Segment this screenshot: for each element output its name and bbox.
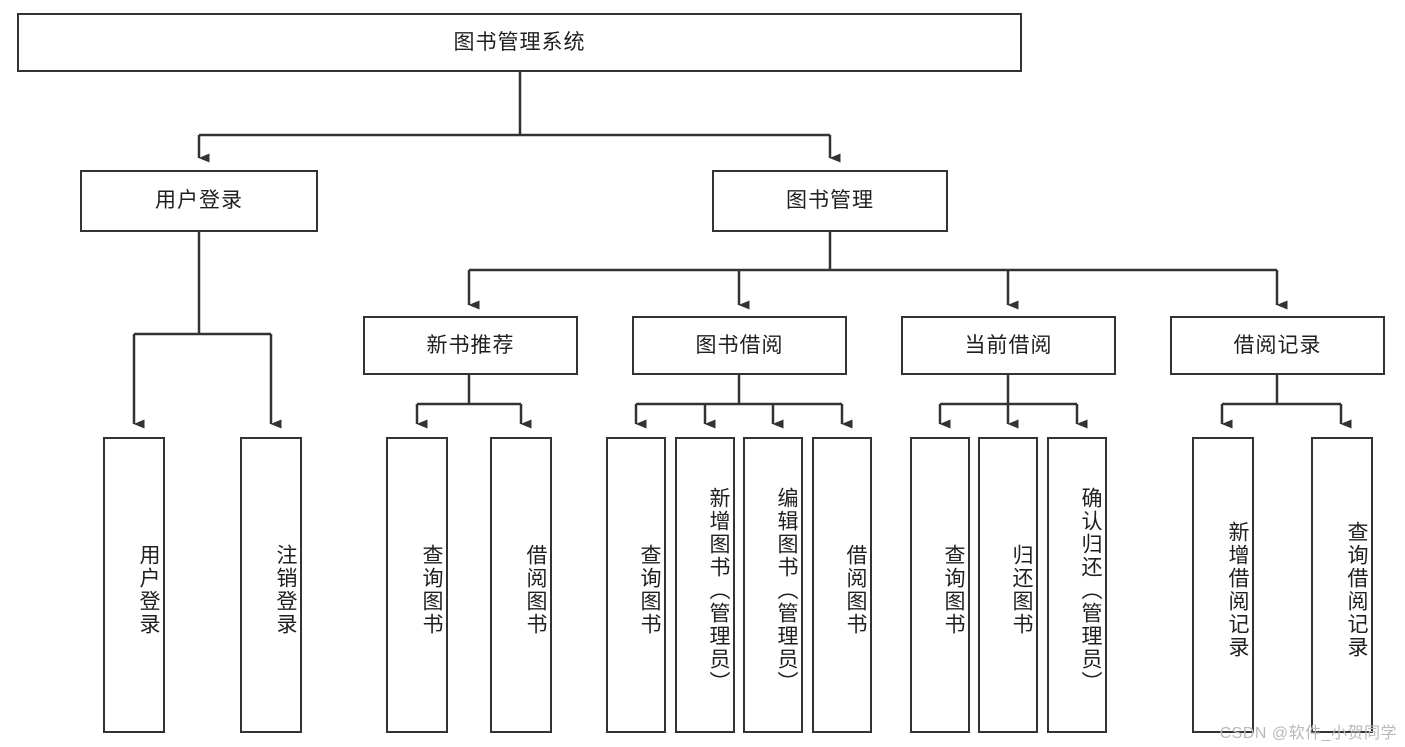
node-leaf-add-record-label: 新增借阅记录 bbox=[1226, 521, 1249, 659]
node-leaf-add-record[interactable]: 新增借阅记录 bbox=[1192, 437, 1254, 733]
node-user-login[interactable]: 用户登录 bbox=[80, 170, 318, 232]
node-leaf-edit-book-label: 编辑图书（管理员） bbox=[775, 486, 798, 694]
node-leaf-add-book-label: 新增图书（管理员） bbox=[707, 486, 730, 694]
node-leaf-user-login[interactable]: 用户登录 bbox=[103, 437, 165, 733]
node-leaf-query-book-2-label: 查询图书 bbox=[638, 544, 661, 636]
node-borrow-record[interactable]: 借阅记录 bbox=[1170, 316, 1385, 375]
node-user-login-label: 用户登录 bbox=[155, 189, 243, 213]
node-leaf-confirm-return-label: 确认归还（管理员） bbox=[1079, 486, 1102, 694]
node-new-book-recommend-label: 新书推荐 bbox=[426, 333, 515, 357]
node-leaf-return-book-label: 归还图书 bbox=[1010, 544, 1033, 636]
node-leaf-query-book-3-label: 查询图书 bbox=[942, 544, 965, 636]
node-leaf-query-record[interactable]: 查询借阅记录 bbox=[1311, 437, 1373, 733]
node-leaf-query-book-2[interactable]: 查询图书 bbox=[606, 437, 666, 733]
node-current-borrow[interactable]: 当前借阅 bbox=[901, 316, 1116, 375]
node-root-system-label: 图书管理系统 bbox=[453, 30, 586, 54]
node-borrow-record-label: 借阅记录 bbox=[1233, 333, 1322, 357]
node-leaf-query-record-label: 查询借阅记录 bbox=[1345, 521, 1368, 659]
node-leaf-borrow-book-2-label: 借阅图书 bbox=[844, 544, 867, 636]
node-leaf-confirm-return[interactable]: 确认归还（管理员） bbox=[1047, 437, 1107, 733]
node-book-manage[interactable]: 图书管理 bbox=[712, 170, 948, 232]
node-leaf-borrow-book-2[interactable]: 借阅图书 bbox=[812, 437, 872, 733]
node-leaf-query-book-1[interactable]: 查询图书 bbox=[386, 437, 448, 733]
node-root-system[interactable]: 图书管理系统 bbox=[17, 13, 1022, 72]
node-leaf-user-logout[interactable]: 注销登录 bbox=[240, 437, 302, 733]
node-leaf-user-logout-label: 注销登录 bbox=[274, 544, 297, 636]
node-leaf-return-book[interactable]: 归还图书 bbox=[978, 437, 1038, 733]
node-current-borrow-label: 当前借阅 bbox=[964, 333, 1053, 357]
node-leaf-user-login-label: 用户登录 bbox=[137, 544, 160, 636]
node-book-borrow-label: 图书借阅 bbox=[695, 333, 784, 357]
node-book-manage-label: 图书管理 bbox=[786, 189, 874, 213]
node-new-book-recommend[interactable]: 新书推荐 bbox=[363, 316, 578, 375]
node-leaf-query-book-1-label: 查询图书 bbox=[420, 544, 443, 636]
node-leaf-borrow-book-1-label: 借阅图书 bbox=[524, 544, 547, 636]
csdn-watermark: CSDN @软件_小贺同学 bbox=[1219, 725, 1397, 742]
node-book-borrow[interactable]: 图书借阅 bbox=[632, 316, 847, 375]
node-leaf-borrow-book-1[interactable]: 借阅图书 bbox=[490, 437, 552, 733]
node-leaf-add-book[interactable]: 新增图书（管理员） bbox=[675, 437, 735, 733]
node-leaf-query-book-3[interactable]: 查询图书 bbox=[910, 437, 970, 733]
node-leaf-edit-book[interactable]: 编辑图书（管理员） bbox=[743, 437, 803, 733]
